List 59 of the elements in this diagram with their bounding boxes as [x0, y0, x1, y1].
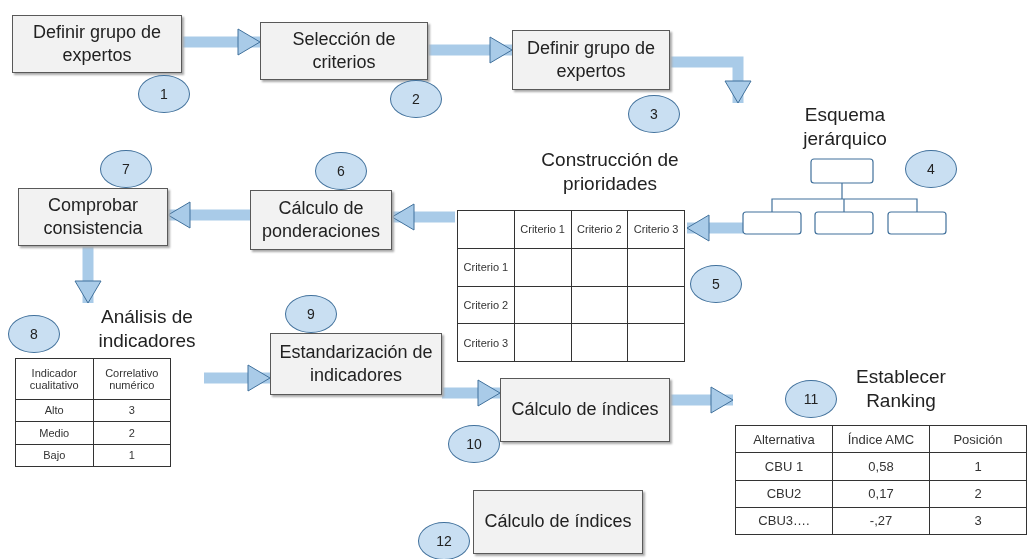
step-number-circle: 9: [285, 295, 337, 333]
step-number-circle: 2: [390, 80, 442, 118]
table-cell-text: Criterio 2: [463, 298, 509, 311]
table-cell-text: Criterio 1: [520, 223, 565, 236]
table-cell-text: 3: [974, 513, 982, 529]
table-cell-text: 2: [128, 426, 135, 439]
table-cell-text: 1: [974, 458, 982, 474]
table-cell-text: Medio: [39, 426, 70, 439]
table-cell-text: Criterio 2: [577, 223, 622, 236]
process-box: Cálculo de ponderaciones: [250, 190, 392, 250]
process-box: Definir grupo de expertos: [12, 15, 182, 73]
table-cell-text: CBU 1: [764, 458, 804, 474]
step-number-circle: 12: [418, 522, 470, 559]
step-number-circle: 3: [628, 95, 680, 133]
table-cell-text: 3: [128, 404, 135, 417]
process-box: Selección de criterios: [260, 22, 428, 80]
table-cell-text: CBU3….: [758, 513, 810, 529]
table-cell-text: -,27: [869, 513, 893, 529]
process-box: Cálculo de índices: [500, 378, 670, 442]
table-cell-text: Posición: [953, 431, 1003, 447]
step-number-circle: 6: [315, 152, 367, 190]
block-arrow: [442, 379, 501, 407]
table-cell-text: 0,17: [868, 486, 894, 502]
process-box: Estandarización de indicadores: [270, 333, 442, 395]
table-heading: Análisis de indicadores: [97, 305, 197, 353]
block-arrow: [167, 201, 250, 229]
block-arrow: [428, 36, 513, 64]
step-number-circle: 4: [905, 150, 957, 188]
table-cell-text: Criterio 3: [463, 336, 509, 349]
block-arrow: [670, 386, 734, 414]
table-cell-text: Indicador cualitativo: [29, 366, 79, 391]
step-number-circle: 11: [785, 380, 837, 418]
step-number-circle: 5: [690, 265, 742, 303]
process-box: Cálculo de índices: [473, 490, 643, 554]
table-cell-text: 2: [974, 486, 982, 502]
table-cell-text: Criterio 3: [633, 223, 679, 236]
table-cell-text: 1: [128, 449, 135, 462]
block-arrow: [686, 214, 743, 242]
block-arrow: [670, 56, 752, 104]
block-arrow: [391, 203, 455, 231]
table-heading: Establecer Ranking: [855, 365, 947, 413]
table-cell-text: Correlativo numérico: [105, 366, 159, 391]
table-cell-text: Alternativa: [753, 431, 815, 447]
process-box: Comprobar consistencia: [18, 188, 168, 246]
heading: Esquema jerárquico: [801, 103, 888, 151]
step-number-circle: 1: [138, 75, 190, 113]
process-box: Definir grupo de expertos: [512, 30, 670, 90]
table-cell-text: CBU2: [766, 486, 802, 502]
table-cell-text: Alto: [44, 404, 64, 417]
block-arrow: [182, 28, 261, 56]
block-arrow: [204, 364, 271, 392]
table-heading: Construcción de prioridades: [540, 148, 680, 196]
step-number-circle: 8: [8, 315, 60, 353]
table-cell-text: Criterio 1: [463, 261, 509, 274]
step-number-circle: 7: [100, 150, 152, 188]
table-cell-text: 0,58: [868, 458, 894, 474]
table-cell-text: Bajo: [43, 449, 66, 462]
step-number-circle: 10: [448, 425, 500, 463]
table-cell-text: Índice AMC: [847, 431, 915, 447]
